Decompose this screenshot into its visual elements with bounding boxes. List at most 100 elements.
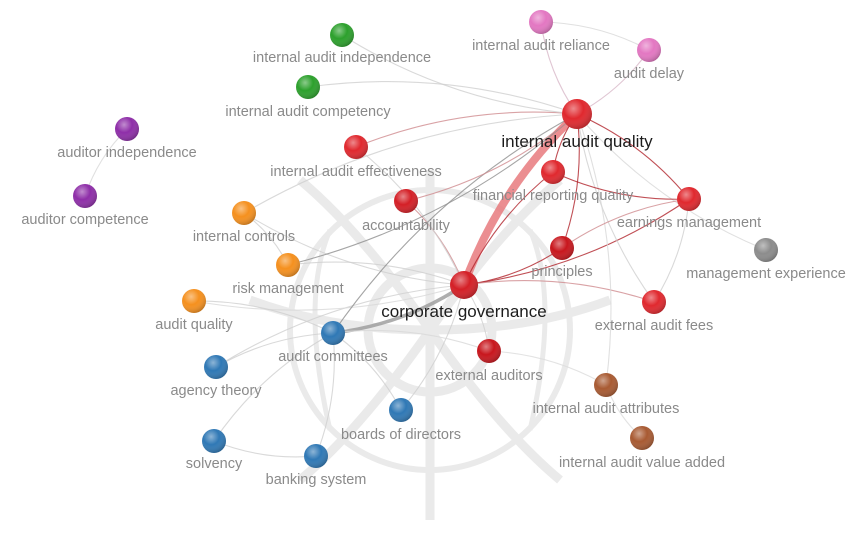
edge-internal-audit-quality-to-internal-controls [243, 113, 578, 214]
edge-internal-audit-quality-to-risk-management [287, 113, 578, 266]
node-internal-audit-value-added[interactable] [630, 426, 654, 450]
node-boards-of-directors[interactable] [389, 398, 413, 422]
edge-audit-committees-to-agency-theory [215, 332, 334, 368]
node-label-earnings-management: earnings management [617, 215, 761, 231]
node-shading-internal-audit-value-added [630, 426, 654, 450]
node-layer [73, 10, 778, 468]
node-internal-audit-effectiveness[interactable] [344, 135, 368, 159]
node-agency-theory[interactable] [204, 355, 228, 379]
node-corporate-governance[interactable] [450, 271, 478, 299]
node-internal-controls[interactable] [232, 201, 256, 225]
node-accountability[interactable] [394, 189, 418, 213]
node-shading-internal-audit-effectiveness [344, 135, 368, 159]
node-label-accountability: accountability [362, 218, 451, 234]
node-label-management-experience: management experience [686, 266, 846, 282]
edge-solvency-to-banking-system [213, 440, 317, 458]
node-label-agency-theory: agency theory [170, 383, 262, 399]
node-risk-management[interactable] [276, 253, 300, 277]
node-shading-auditor-competence [73, 184, 97, 208]
node-label-internal-audit-effectiveness: internal audit effectiveness [270, 164, 441, 180]
edge-internal-audit-quality-to-internal-audit-attributes [576, 113, 612, 386]
edge-corporate-governance-to-agency-theory [215, 284, 465, 368]
node-auditor-competence[interactable] [73, 184, 97, 208]
node-label-financial-reporting-quality: financial reporting quality [473, 188, 634, 204]
node-label-boards-of-directors: boards of directors [341, 427, 461, 443]
node-shading-solvency [202, 429, 226, 453]
node-shading-internal-audit-reliance [529, 10, 553, 34]
node-shading-audit-committees [321, 321, 345, 345]
edge-internal-audit-quality-to-external-audit-fees [576, 113, 655, 303]
node-internal-audit-reliance[interactable] [529, 10, 553, 34]
edge-earnings-management-to-principles [561, 198, 690, 249]
node-audit-quality[interactable] [182, 289, 206, 313]
node-auditor-independence[interactable] [115, 117, 139, 141]
node-label-banking-system: banking system [266, 472, 367, 488]
node-shading-principles [550, 236, 574, 260]
node-shading-accountability [394, 189, 418, 213]
node-label-corporate-governance: corporate governance [381, 302, 546, 321]
node-label-internal-audit-quality: internal audit quality [501, 132, 653, 151]
node-principles[interactable] [550, 236, 574, 260]
edge-audit-committees-to-solvency [213, 332, 334, 442]
edge-internal-audit-quality-to-management-experience [576, 113, 767, 251]
node-internal-audit-attributes[interactable] [594, 373, 618, 397]
node-shading-internal-controls [232, 201, 256, 225]
node-shading-boards-of-directors [389, 398, 413, 422]
node-shading-internal-audit-quality [562, 99, 592, 129]
node-label-internal-audit-value-added: internal audit value added [559, 455, 725, 471]
node-shading-corporate-governance [450, 271, 478, 299]
node-audit-committees[interactable] [321, 321, 345, 345]
node-internal-audit-independence[interactable] [330, 23, 354, 47]
edge-corporate-governance-to-risk-management [287, 261, 465, 286]
node-shading-internal-audit-competency [296, 75, 320, 99]
node-label-audit-quality: audit quality [155, 317, 233, 333]
node-label-external-auditors: external auditors [435, 368, 542, 384]
node-label-auditor-competence: auditor competence [21, 212, 148, 228]
node-earnings-management[interactable] [677, 187, 701, 211]
node-shading-risk-management [276, 253, 300, 277]
edge-audit-committees-to-banking-system [315, 332, 335, 457]
edge-internal-audit-reliance-to-audit-delay [540, 21, 650, 51]
node-banking-system[interactable] [304, 444, 328, 468]
edge-corporate-governance-to-earnings-management [463, 198, 690, 286]
node-management-experience[interactable] [754, 238, 778, 262]
node-external-audit-fees[interactable] [642, 290, 666, 314]
edge-internal-audit-quality-to-accountability [405, 113, 578, 202]
node-financial-reporting-quality[interactable] [541, 160, 565, 184]
edge-internal-audit-quality-to-corporate-governance [460, 110, 581, 289]
node-label-auditor-independence: auditor independence [57, 145, 196, 161]
edge-earnings-management-to-financial-reporting-quality [552, 171, 690, 200]
node-audit-delay[interactable] [637, 38, 661, 62]
edge-corporate-governance-to-boards-of-directors [400, 284, 465, 411]
node-label-principles: principles [531, 264, 592, 280]
node-shading-financial-reporting-quality [541, 160, 565, 184]
node-shading-audit-delay [637, 38, 661, 62]
node-shading-internal-audit-attributes [594, 373, 618, 397]
node-shading-audit-quality [182, 289, 206, 313]
node-external-auditors[interactable] [477, 339, 501, 363]
edge-internal-audit-quality-to-internal-audit-effectiveness [355, 111, 578, 148]
edge-external-auditors-to-internal-audit-attributes [488, 350, 607, 386]
node-label-risk-management: risk management [232, 281, 343, 297]
edge-corporate-governance-to-internal-audit-effectiveness [355, 146, 465, 286]
node-internal-audit-quality[interactable] [562, 99, 592, 129]
node-label-internal-controls: internal controls [193, 229, 295, 245]
edge-corporate-governance-to-financial-reporting-quality [463, 171, 554, 286]
node-shading-management-experience [754, 238, 778, 262]
node-label-audit-committees: audit committees [278, 349, 388, 365]
node-shading-banking-system [304, 444, 328, 468]
node-label-solvency: solvency [186, 456, 243, 472]
edge-internal-audit-quality-to-audit-committees [332, 113, 578, 334]
node-shading-agency-theory [204, 355, 228, 379]
node-solvency[interactable] [202, 429, 226, 453]
edge-corporate-governance-to-audit-quality [193, 284, 465, 311]
node-label-internal-audit-attributes: internal audit attributes [533, 401, 680, 417]
node-shading-external-audit-fees [642, 290, 666, 314]
node-internal-audit-competency[interactable] [296, 75, 320, 99]
node-shading-internal-audit-independence [330, 23, 354, 47]
node-label-external-audit-fees: external audit fees [595, 318, 714, 334]
edge-audit-committees-to-external-auditors [332, 329, 490, 352]
node-label-internal-audit-independence: internal audit independence [253, 50, 431, 66]
edge-internal-audit-quality-to-internal-audit-independence [341, 34, 578, 115]
